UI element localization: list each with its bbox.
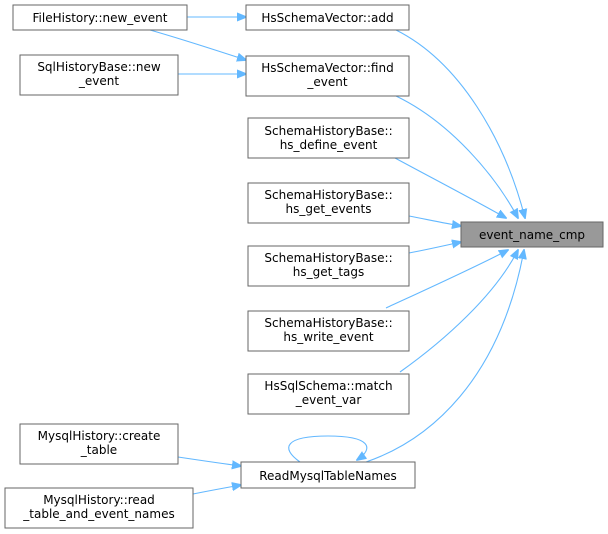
node-label-line2: _table_and_event_names <box>22 507 174 521</box>
node-label-line2: hs_write_event <box>283 330 374 344</box>
edge-filehistory-new-event-to-hsschemavector-find-event <box>149 29 246 60</box>
node-label-line2: _table <box>80 443 117 457</box>
node-label-line2: hs_get_events <box>286 202 372 216</box>
edges <box>149 17 525 495</box>
node-label-line1: HsSqlSchema::match <box>264 379 392 393</box>
node-label-line1: HsSchemaVector::find <box>261 61 393 75</box>
node-label-line1: SchemaHistoryBase:: <box>264 188 392 202</box>
node-label-line2: _event <box>78 74 119 88</box>
node-mysqlhistory-create-table[interactable]: MysqlHistory::create _table <box>19 423 179 465</box>
node-filehistory-new-event[interactable]: FileHistory::new_event <box>12 4 188 31</box>
node-event-name-cmp[interactable]: event_name_cmp <box>460 221 604 248</box>
edge-hsschemavector-add-to-event-name-cmp <box>395 29 525 218</box>
edge-hssqlschema-match-event-var-to-event-name-cmp <box>399 250 518 373</box>
node-label-line1: MysqlHistory::create <box>38 429 161 443</box>
edge-mysqlhistory-create-table-to-readmysqltablenames <box>177 456 241 466</box>
node-label: ReadMysqlTableNames <box>259 469 397 483</box>
node-label-line1: SchemaHistoryBase:: <box>264 251 392 265</box>
node-hsschemavector-find-event[interactable]: HsSchemaVector::find _event <box>245 55 410 97</box>
node-label: HsSchemaVector::add <box>261 11 393 25</box>
node-mysqlhistory-read-table-and-event-names[interactable]: MysqlHistory::read _table_and_event_name… <box>4 487 194 529</box>
node-label: event_name_cmp <box>479 228 585 242</box>
edge-readmysqltablenames-self-loop <box>288 435 368 463</box>
node-label-line1: SqlHistoryBase::new <box>37 60 161 74</box>
node-hssqlschema-match-event-var[interactable]: HsSqlSchema::match _event_var <box>247 373 410 415</box>
node-label-line2: _event <box>306 75 347 89</box>
edge-schemahistorybase-hs-get-events-to-event-name-cmp <box>408 215 461 226</box>
node-schemahistorybase-hs-write-event[interactable]: SchemaHistoryBase:: hs_write_event <box>247 310 410 352</box>
node-label-line2: _event_var <box>295 393 362 407</box>
node-label-line1: SchemaHistoryBase:: <box>264 316 392 330</box>
edge-schemahistorybase-hs-write-event-to-event-name-cmp <box>385 250 508 309</box>
node-schemahistorybase-hs-define-event[interactable]: SchemaHistoryBase:: hs_define_event <box>247 117 410 159</box>
edge-schemahistorybase-hs-define-event-to-event-name-cmp <box>394 157 506 218</box>
node-schemahistorybase-hs-get-events[interactable]: SchemaHistoryBase:: hs_get_events <box>247 182 410 224</box>
node-label-line1: MysqlHistory::read <box>43 493 155 507</box>
edge-readmysqltablenames-to-event-name-cmp <box>365 250 524 463</box>
node-sqlhistorybase-new-event[interactable]: SqlHistoryBase::new _event <box>19 54 179 96</box>
nodes: event_name_cmp HsSchemaVector::add HsSch… <box>4 4 604 529</box>
node-readmysqltablenames[interactable]: ReadMysqlTableNames <box>240 461 416 489</box>
edge-hsschemavector-find-event-to-event-name-cmp <box>395 95 518 218</box>
node-schemahistorybase-hs-get-tags[interactable]: SchemaHistoryBase:: hs_get_tags <box>247 245 410 287</box>
edge-mysqlhistory-read-table-and-event-names-to-readmysqltablenames <box>192 485 241 495</box>
node-label: FileHistory::new_event <box>33 11 168 25</box>
node-hsschemavector-add[interactable]: HsSchemaVector::add <box>245 4 410 31</box>
node-label-line2: hs_get_tags <box>293 265 365 279</box>
node-label-line1: SchemaHistoryBase:: <box>264 124 392 138</box>
edge-schemahistorybase-hs-get-tags-to-event-name-cmp <box>408 242 461 254</box>
node-label-line2: hs_define_event <box>280 138 378 152</box>
